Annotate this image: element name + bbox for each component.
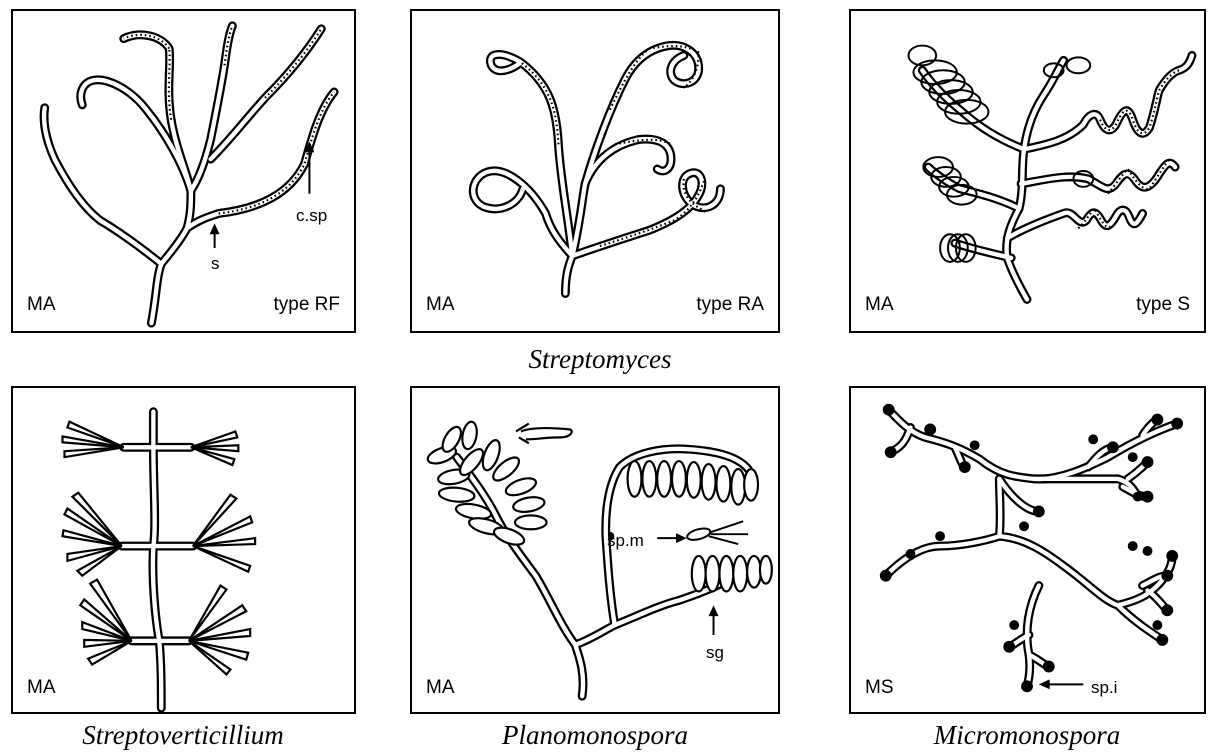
genus-label-streptoverticillium: Streptoverticillium <box>33 722 333 749</box>
spore-chain-label: c.sp <box>296 207 327 224</box>
panel-type-rf: c.sp s MA type RF <box>11 9 356 333</box>
medium-label: MA <box>426 295 455 314</box>
streptomyces-rf-drawing <box>13 11 354 331</box>
streptomyces-ra-drawing <box>412 11 778 331</box>
panel-type-ra: MA type RA <box>410 9 780 333</box>
sporophore-label: s <box>211 255 220 272</box>
streptomyces-s-drawing <box>851 11 1204 331</box>
panel-planomonospora: sp.m sg MA <box>410 386 780 714</box>
micromonospora-drawing <box>851 388 1204 712</box>
medium-label: MA <box>865 295 894 314</box>
spore-label: sp.i <box>1091 679 1117 696</box>
genus-label-micromonospora: Micromonospora <box>877 722 1177 749</box>
panel-type-s: MA type S <box>849 9 1206 333</box>
streptoverticillium-drawing <box>13 388 354 712</box>
motile-spore-label: sp.m <box>607 532 644 549</box>
genus-label-planomonospora: Planomonospora <box>445 722 745 749</box>
type-label: type S <box>1136 295 1190 314</box>
medium-label: MA <box>27 295 56 314</box>
medium-label: MA <box>27 678 56 697</box>
sporangium-label: sg <box>706 644 724 661</box>
genus-label-streptomyces: Streptomyces <box>450 346 750 373</box>
type-label: type RA <box>696 295 764 314</box>
medium-label: MS <box>865 678 894 697</box>
medium-label: MA <box>426 678 455 697</box>
panel-streptoverticillium: MA <box>11 386 356 714</box>
type-label: type RF <box>273 295 340 314</box>
planomonospora-drawing <box>412 388 778 712</box>
panel-micromonospora: sp.i MS <box>849 386 1206 714</box>
